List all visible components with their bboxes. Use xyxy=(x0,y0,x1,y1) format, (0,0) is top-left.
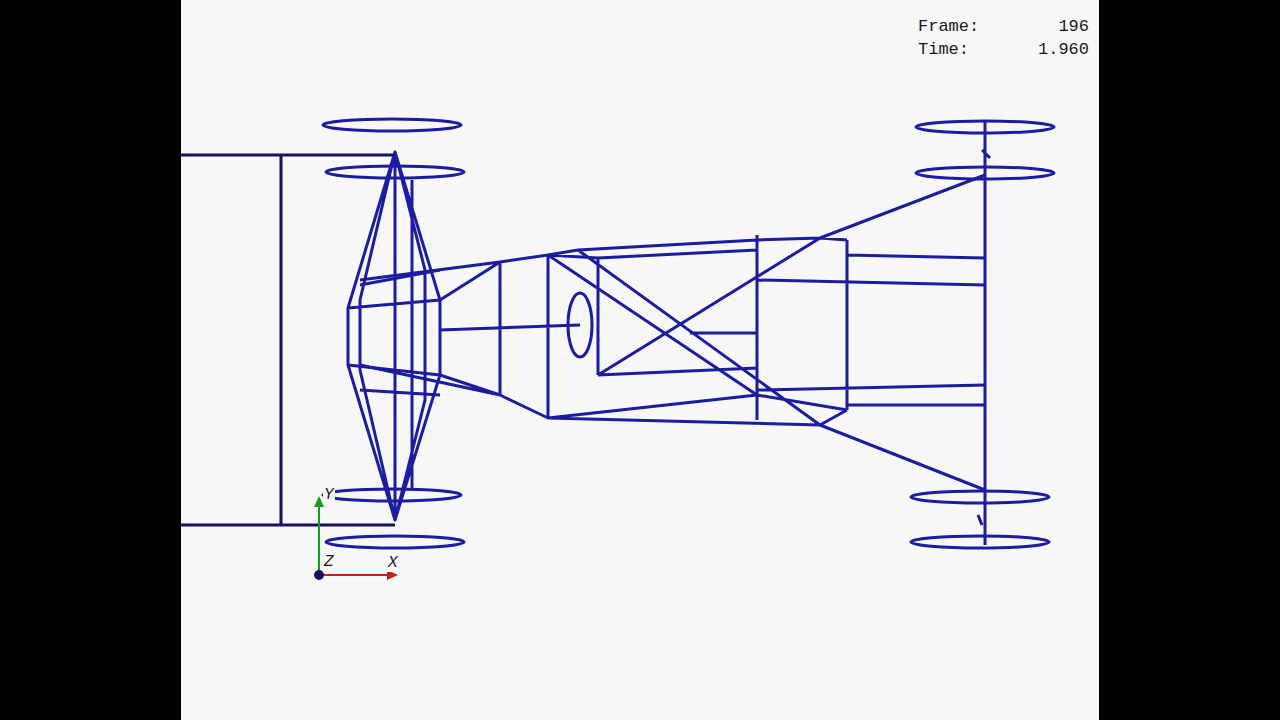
time-label: Time: xyxy=(918,40,969,60)
frame-label: Frame: xyxy=(918,17,979,37)
axis-label: X xyxy=(387,555,399,572)
axis-label: Z xyxy=(323,554,335,571)
view-ground xyxy=(181,0,1099,720)
axis-label: Y xyxy=(323,487,335,504)
time-value: 1.960 xyxy=(1038,40,1089,60)
front-frame-box xyxy=(181,155,395,525)
front-suspension xyxy=(348,152,440,520)
main-frame xyxy=(360,175,985,490)
axis-triad xyxy=(314,496,398,580)
rear-axle xyxy=(978,122,990,545)
frame-number: 196 xyxy=(1058,17,1089,37)
wheel-ellipses xyxy=(323,119,1054,548)
steering-wheel xyxy=(568,293,592,357)
